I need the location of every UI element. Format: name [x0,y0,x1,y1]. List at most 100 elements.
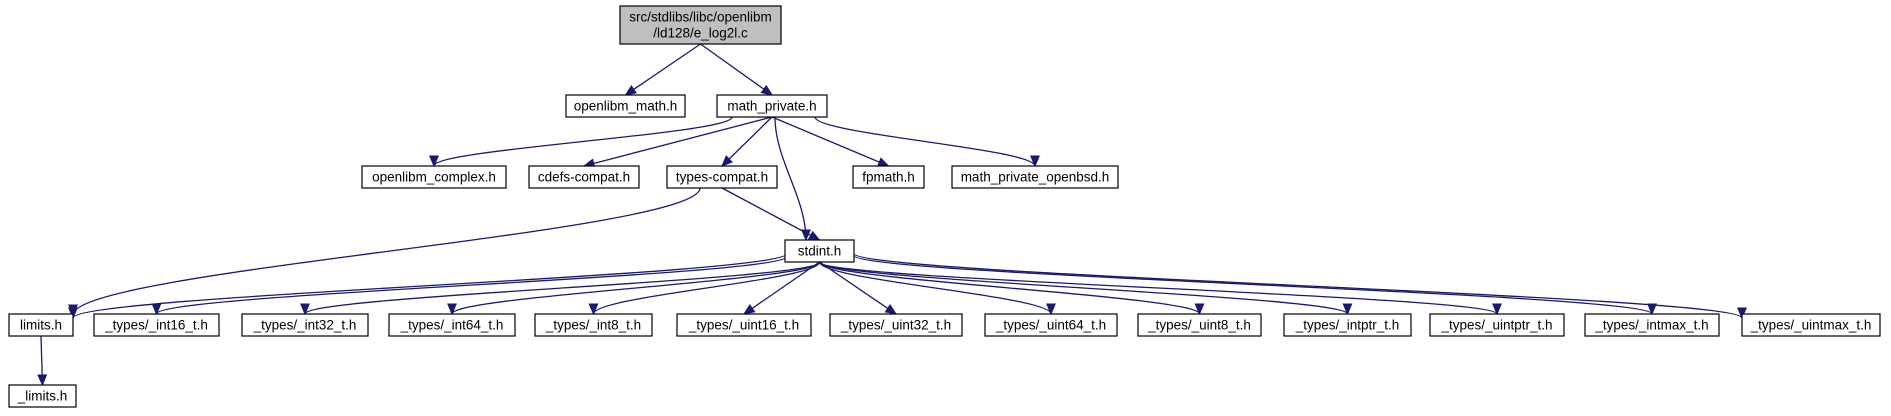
node-label: src/stdlibs/libc/openlibm [629,10,772,25]
edge-line [814,116,1036,167]
edge-arrowhead [429,155,439,168]
edge-arrowhead [807,230,821,241]
node-label: openlibm_complex.h [372,170,496,185]
edge-line [852,254,1653,315]
edge-arrowhead [742,303,756,315]
node-label: types-compat.h [676,170,768,185]
edge-line [700,43,773,96]
edge-stdint-to-types_uint32 [819,261,898,315]
edge-arrowhead [876,157,890,167]
node-label: _types/_int16_t.h [104,318,208,333]
edge-stdint-to-limits [68,252,789,320]
edge-arrowhead [760,84,774,96]
node-box [241,313,369,337]
node-types-uint8[interactable]: _types/_uint8_t.h [1137,313,1262,337]
node-label: /ld128/e_log2l.c [653,26,748,41]
node-label: math_private_openbsd.h [961,170,1110,185]
edge-line [852,252,1743,319]
node-box [984,313,1118,337]
node-fpmath[interactable]: fpmath.h [852,165,925,189]
node-label: _types/_intmax_t.h [1594,318,1708,333]
node-box [565,94,686,118]
edge-arrowhead [37,374,48,387]
node-openlibm-complex[interactable]: openlibm_complex.h [361,165,507,189]
node-types-intptr[interactable]: _types/_intptr_t.h [1283,313,1412,337]
edge-line [818,261,1498,315]
node-types-compat[interactable]: types-compat.h [666,165,778,189]
node-box [1283,313,1412,337]
node-label: _types/_int8_t.h [545,318,641,333]
node-box [1741,313,1881,337]
node-types-uint32[interactable]: _types/_uint32_t.h [829,313,963,337]
edge-stdint-to-types_int16 [151,255,789,316]
edge-arrowhead [1194,303,1205,316]
edge-root-to-math_private [700,43,774,96]
edge-math_private-to-fpmath [771,116,890,167]
node-label: cdefs-compat.h [538,170,630,185]
edge-arrowhead [1737,307,1747,320]
node-types-int64[interactable]: _types/_int64_t.h [388,313,516,337]
node-label: openlibm_math.h [574,99,678,114]
edge-line [818,261,1201,315]
edge-line [583,116,773,167]
node-limits[interactable]: limits.h [8,313,74,337]
edge-line [155,255,789,315]
node-box [1137,313,1262,337]
edge-arrowhead [588,303,599,316]
node-label: _types/_intptr_t.h [1295,318,1400,333]
edge-line [304,261,821,315]
edge-line [625,43,701,96]
node-label: _types/_int32_t.h [253,318,357,333]
edge-stdint-to-types_uintptr [818,261,1502,316]
node-root[interactable]: src/stdlibs/libc/openlibm/ld128/e_log2l.… [619,5,782,45]
node-label: math_private.h [727,99,816,114]
nodes-layer: src/stdlibs/libc/openlibm/ld128/e_log2l.… [8,5,1881,408]
node--limits[interactable]: _limits.h [8,384,77,408]
node-stdint[interactable]: stdint.h [784,239,855,263]
node-types-uintptr[interactable]: _types/_uintptr_t.h [1429,313,1565,337]
node-cdefs-compat[interactable]: cdefs-compat.h [528,165,640,189]
node-label: fpmath.h [862,170,915,185]
edge-line [771,116,889,167]
node-label: _types/_int64_t.h [400,318,504,333]
node-openlibm-math[interactable]: openlibm_math.h [565,94,686,118]
node-box [852,165,925,189]
edge-stdint-to-types_uint16 [742,261,820,315]
node-box [784,239,855,263]
node-label: limits.h [20,318,62,333]
node-box [388,313,516,337]
edge-line [818,261,1052,315]
edge-arrowhead [300,303,310,316]
edge-arrowhead [447,303,457,316]
edge-math_private-to-openlibm_complex [429,116,733,168]
node-box [8,313,74,337]
node-math-private[interactable]: math_private.h [716,94,828,118]
node-types-uint16[interactable]: _types/_uint16_t.h [676,313,812,337]
node-types-int16[interactable]: _types/_int16_t.h [93,313,220,337]
edge-arrowhead [721,155,733,167]
edge-arrowhead [801,229,811,242]
edge-line [743,261,820,315]
edge-arrowhead [884,304,898,315]
edge-stdint-to-types_int32 [300,261,821,316]
node-box [666,165,778,189]
edge-math_private-to-types_compat [721,116,773,167]
node-math-private-openbsd[interactable]: math_private_openbsd.h [951,165,1119,189]
node-label: _types/_uint16_t.h [688,318,799,333]
edge-line [721,116,773,167]
edge-limits-to-_limits [37,335,48,387]
node-types-uint64[interactable]: _types/_uint64_t.h [984,313,1118,337]
node-types-uintmax[interactable]: _types/_uintmax_t.h [1741,313,1881,337]
edge-stdint-to-types_intmax [852,254,1657,316]
node-types-int32[interactable]: _types/_int32_t.h [241,313,369,337]
edge-stdint-to-types_uintmax [852,252,1747,320]
node-box [528,165,640,189]
node-label: _types/_uint32_t.h [840,318,951,333]
edge-math_private-to-math_private_openbsd [814,116,1040,168]
node-types-intmax[interactable]: _types/_intmax_t.h [1584,313,1720,337]
edge-line [433,116,733,167]
node-types-int8[interactable]: _types/_int8_t.h [534,313,653,337]
edge-arrowhead [1046,303,1056,316]
node-label: _limits.h [17,389,68,404]
node-label: _types/_uintmax_t.h [1750,318,1872,333]
